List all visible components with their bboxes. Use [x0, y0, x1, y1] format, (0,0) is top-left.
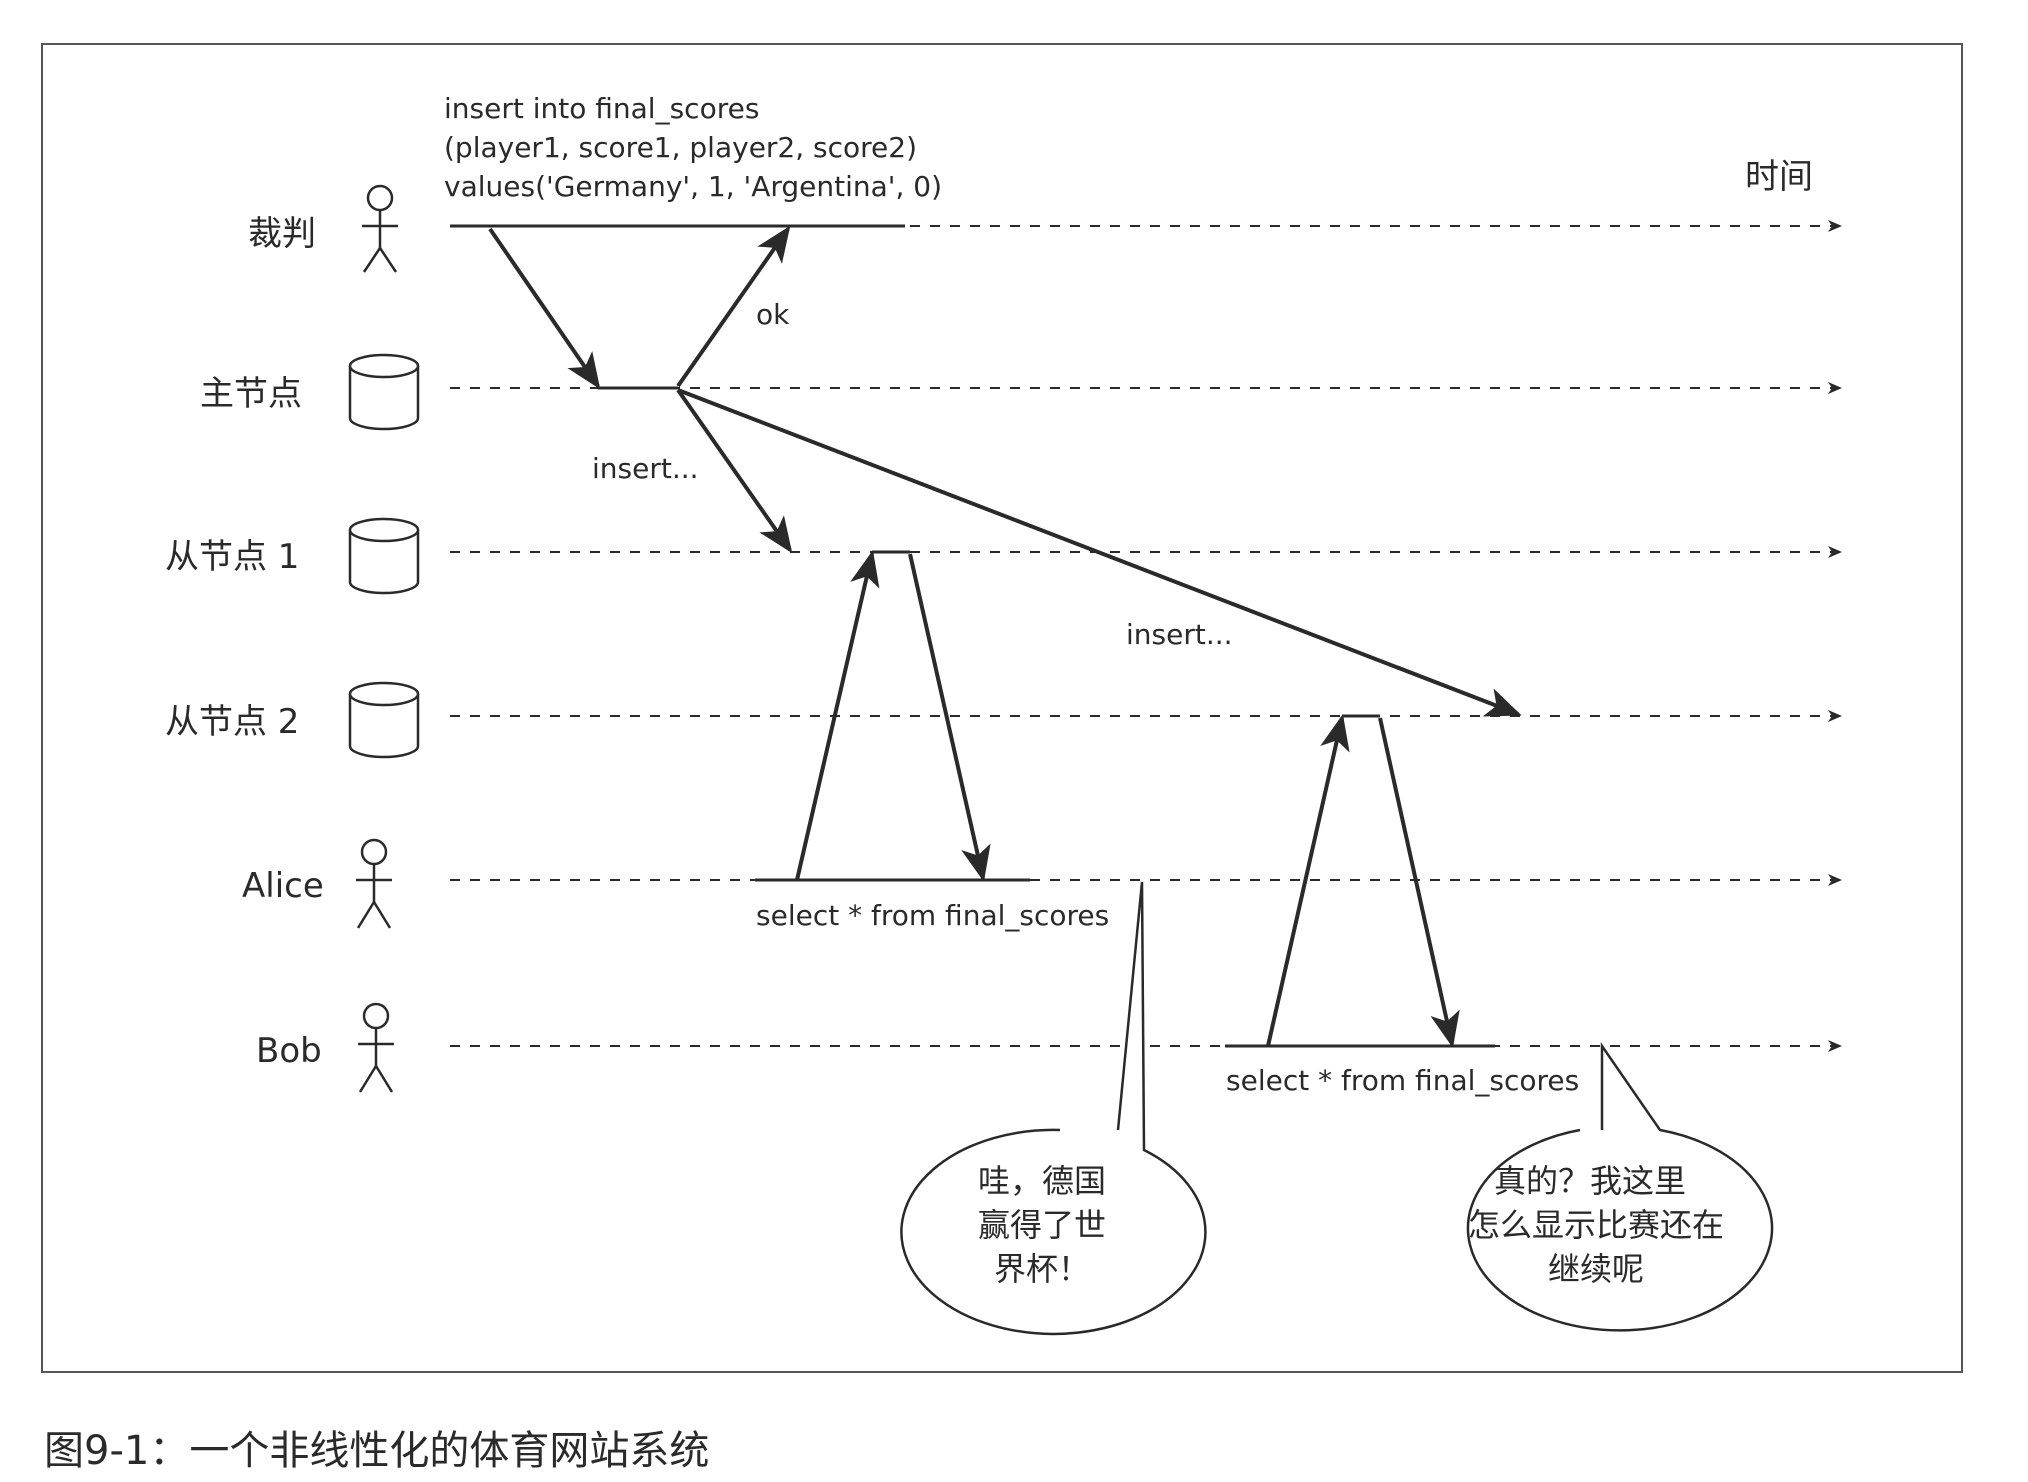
bob-response-arrow [1378, 717, 1460, 1048]
ok-arrow [676, 225, 791, 388]
insert-statement-line-2: (player1, score1, player2, score2) [444, 131, 917, 164]
figure-caption: 图9-1：一个非线性化的体育网站系统 [44, 1428, 710, 1474]
replicate-label-follower-1: insert... [592, 452, 699, 485]
bob-query-arrow [1266, 714, 1350, 1047]
lane-label-leader: 主节点 [200, 374, 302, 414]
person-icon [362, 184, 398, 273]
bob-speech-bubble [1466, 1041, 1774, 1332]
person-icon [356, 838, 392, 929]
insert-arrow [488, 227, 601, 390]
lane-label-follower-2: 从节点 2 [165, 702, 299, 742]
database-icon [348, 517, 420, 595]
alice-bubble-line-2: 赢得了世 [978, 1206, 1106, 1244]
insert-statement-line-1: insert into final_scores [444, 92, 759, 125]
alice-speech-bubble [900, 881, 1207, 1336]
alice-query-arrow [795, 550, 880, 881]
person-icon [358, 1002, 394, 1093]
bob-bubble-line-3: 继续呢 [1548, 1250, 1644, 1288]
alice-response-arrow [908, 553, 991, 882]
insert-statement-line-3: values('Germany', 1, 'Argentina', 0) [444, 170, 942, 203]
diagram-frame [41, 43, 1963, 1373]
bob-select-label: select * from final_scores [1226, 1064, 1579, 1097]
lane-label-alice: Alice [242, 866, 324, 906]
alice-bubble-line-1: 哇，德国 [978, 1162, 1106, 1200]
lane-label-bob: Bob [256, 1031, 322, 1071]
time-label: 时间 [1745, 157, 1813, 197]
lane-label-follower-1: 从节点 1 [165, 537, 299, 577]
ok-label: ok [756, 298, 790, 331]
lane-label-referee: 裁判 [248, 214, 316, 254]
replicate-arrow-follower-2 [677, 388, 1522, 717]
alice-bubble-line-3: 界杯！ [994, 1250, 1090, 1288]
database-icon [348, 681, 420, 759]
bob-bubble-line-1: 真的？我这里 [1494, 1162, 1686, 1200]
database-icon [348, 353, 420, 431]
alice-select-label: select * from final_scores [756, 899, 1109, 932]
replicate-label-follower-2: insert... [1126, 618, 1233, 651]
replicate-arrow-follower-1 [676, 388, 793, 554]
bob-bubble-line-2: 怎么显示比赛还在 [1468, 1206, 1724, 1244]
